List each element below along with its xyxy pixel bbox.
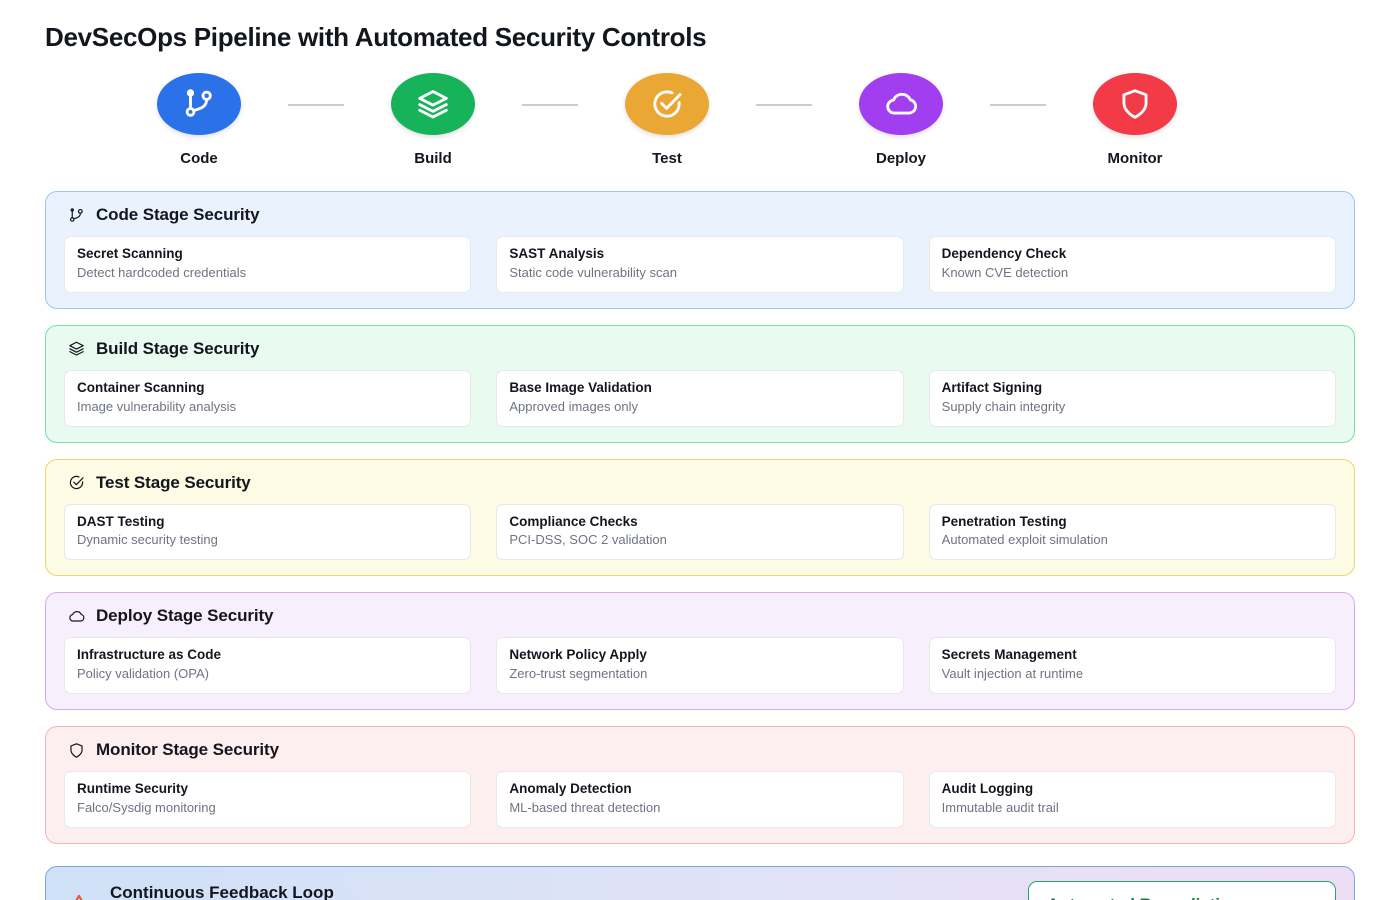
section-header: Deploy Stage Security	[64, 606, 1336, 626]
pipeline-stage-label: Code	[180, 150, 218, 167]
control-description: Dynamic security testing	[77, 532, 218, 548]
feedback-text-block: Continuous Feedback Loop Security findin…	[110, 883, 1012, 900]
control-description: Image vulnerability analysis	[77, 398, 236, 414]
layers-icon	[391, 73, 475, 135]
check-circle-icon	[625, 73, 709, 135]
control-description: Detect hardcoded credentials	[77, 264, 247, 280]
section-title: Test Stage Security	[96, 472, 251, 492]
pipeline-stage-label: Test	[652, 150, 682, 167]
control-name: Container Scanning	[77, 379, 205, 395]
section-title: Monitor Stage Security	[96, 740, 279, 760]
pipeline-stages: Code Build Test Deploy Monitor	[45, 73, 1355, 167]
page-title: DevSecOps Pipeline with Automated Securi…	[45, 22, 707, 52]
control-description: Approved images only	[509, 398, 638, 414]
automated-remediation-badge[interactable]: Automated Remediation	[1028, 880, 1336, 900]
control-name: SAST Analysis	[509, 246, 605, 261]
control-name: Network Policy Apply	[509, 647, 647, 663]
shield-icon	[67, 741, 85, 759]
pipeline-stage-label: Deploy	[875, 150, 926, 167]
pipeline-stage-label: Build	[414, 150, 452, 167]
control-name: Base Image Validation	[509, 379, 652, 395]
control-name: Compliance Checks	[509, 513, 638, 529]
control-name: Secrets Management	[941, 647, 1077, 663]
pipeline-stage-test[interactable]: Test	[578, 73, 756, 167]
shield-icon	[1093, 73, 1177, 135]
git-branch-icon	[157, 73, 241, 135]
layers-icon	[67, 340, 85, 358]
section-header: Build Stage Security	[64, 339, 1336, 359]
git-branch-icon	[67, 206, 85, 224]
control-name: Infrastructure as Code	[77, 647, 222, 663]
section-title: Build Stage Security	[96, 338, 260, 358]
control-description: Immutable audit trail	[941, 799, 1059, 815]
pipeline-stage-monitor[interactable]: Monitor	[1046, 73, 1224, 167]
control-description: PCI-DSS, SOC 2 validation	[509, 532, 667, 548]
control-description: Known CVE detection	[941, 264, 1069, 280]
pipeline-connector	[990, 104, 1046, 106]
control-description: Falco/Sysdig monitoring	[77, 799, 216, 815]
control-description: Automated exploit simulation	[941, 532, 1108, 548]
control-description: ML-based threat detection	[509, 799, 661, 815]
section-title: Deploy Stage Security	[96, 606, 274, 626]
control-name: Anomaly Detection	[509, 781, 632, 797]
cloud-icon	[859, 73, 943, 135]
control-name: Artifact Signing	[941, 379, 1043, 395]
section-header: Monitor Stage Security	[64, 740, 1336, 760]
pipeline-connector	[288, 104, 344, 106]
control-name: Penetration Testing	[941, 513, 1067, 529]
control-description: Supply chain integrity	[941, 398, 1066, 414]
control-name: Dependency Check	[941, 246, 1067, 261]
continuous-feedback-banner: Continuous Feedback Loop Security findin…	[45, 865, 1355, 900]
check-circle-icon	[67, 474, 85, 492]
pipeline-connector	[756, 104, 812, 106]
control-description: Static code vulnerability scan	[509, 264, 677, 280]
warning-triangle-icon	[64, 890, 94, 900]
control-name: Secret Scanning	[77, 246, 183, 261]
control-description: Policy validation (OPA)	[77, 666, 209, 682]
control-name: DAST Testing	[77, 513, 165, 529]
pipeline-stage-label: Monitor	[1107, 150, 1163, 167]
control-description: Vault injection at runtime	[941, 666, 1084, 682]
section-header: Code Stage Security	[64, 205, 1336, 225]
pipeline-stage-build[interactable]: Build	[344, 73, 522, 167]
pipeline-stage-deploy[interactable]: Deploy	[812, 73, 990, 167]
section-title: Code Stage Security	[96, 205, 260, 224]
control-name: Runtime Security	[77, 781, 189, 797]
pipeline-connector	[522, 104, 578, 106]
control-description: Zero-trust segmentation	[509, 666, 648, 682]
control-name: Audit Logging	[941, 781, 1034, 797]
pipeline-stage-code[interactable]: Code	[110, 73, 288, 167]
feedback-title: Continuous Feedback Loop	[110, 883, 334, 900]
cloud-icon	[67, 607, 85, 625]
section-header: Test Stage Security	[64, 473, 1336, 493]
